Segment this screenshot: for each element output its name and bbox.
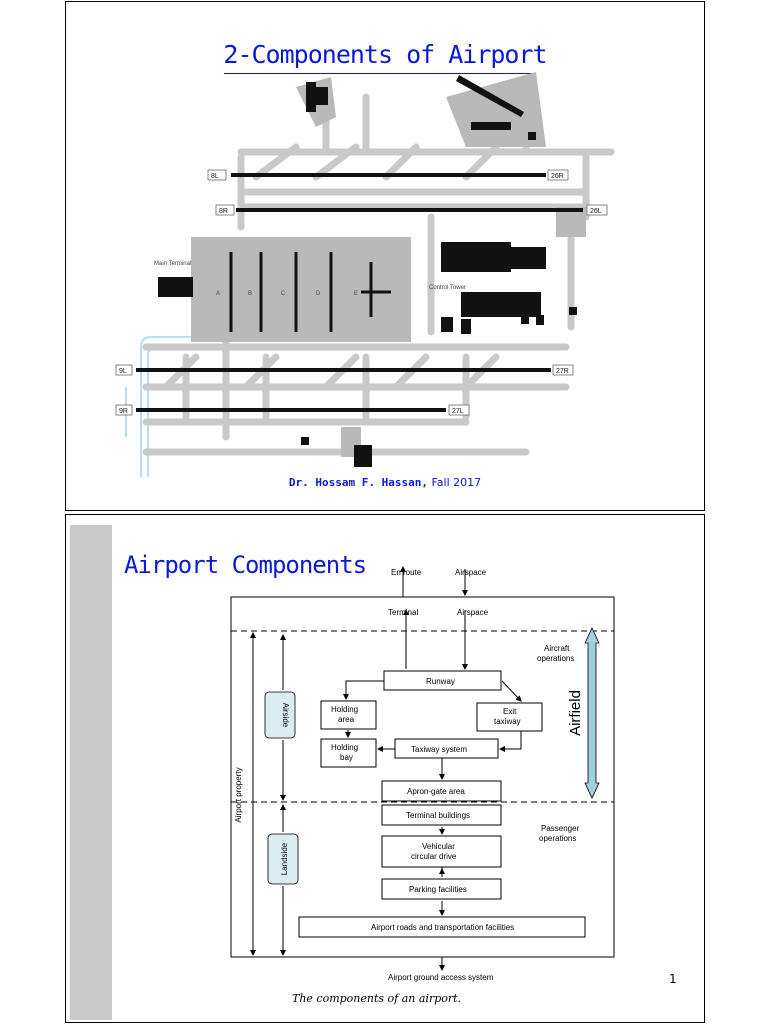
airport-map: 8L 26R 8R 26L 9L 27R 9R 27L Main Termina… — [115, 72, 615, 477]
runway-label: 27R — [556, 368, 569, 375]
vehicular-box: circular drive — [411, 852, 457, 861]
page-number: 1 — [669, 972, 677, 986]
runway-label: 8L — [211, 173, 219, 180]
components-diagram: En route Airspace Terminal Airspace Airc… — [230, 566, 615, 982]
parking-box: Parking facilities — [409, 885, 467, 894]
ground-access-label: Airport ground access system — [388, 973, 494, 982]
figure-caption: The components of an airport. — [292, 992, 462, 1005]
concourse-label: E — [354, 291, 358, 297]
slide-airport-components: Airport Components — [65, 514, 705, 1023]
title-underline — [224, 73, 534, 74]
terminal-buildings-box: Terminal buildings — [406, 811, 470, 820]
airfield-label: Airfield — [567, 690, 584, 736]
airspace-top-label: Airspace — [455, 568, 487, 577]
exit-taxiway-box: taxiway — [494, 717, 521, 726]
taxiway-system-box: Taxiway system — [411, 745, 467, 754]
holding-area-box: area — [338, 715, 355, 724]
passenger-ops-label: operations — [539, 834, 576, 843]
concourse-label: B — [248, 291, 252, 297]
term: Fall 2017 — [431, 476, 482, 489]
main-terminal-label: Main Terminal — [154, 261, 191, 267]
runway-label: 9R — [119, 408, 128, 415]
terminal-label: Terminal — [388, 608, 418, 617]
holding-area-box: Holding — [331, 705, 358, 714]
runway-label: 8R — [219, 208, 228, 215]
airside-label: Airside — [281, 703, 290, 728]
runway-label: 26R — [551, 173, 564, 180]
roads-box: Airport roads and transportation facilit… — [371, 923, 514, 932]
en-route-label: En route — [391, 568, 422, 577]
runway-label: 9L — [119, 368, 127, 375]
runway-label: 27L — [452, 408, 464, 415]
airport-property-label: Airport property — [234, 767, 243, 822]
slide1-title: 2-Components of Airport — [223, 40, 547, 69]
control-tower-label: Control Tower — [429, 285, 466, 291]
holding-bay-box: Holding — [331, 743, 358, 752]
vehicular-box: Vehicular — [422, 842, 455, 851]
slide2-title: Airport Components — [124, 551, 367, 579]
runway-label: 26L — [590, 208, 602, 215]
landside-label: Landside — [280, 842, 289, 875]
author-line: Dr. Hossam F. Hassan, Fall 2017 — [66, 476, 704, 489]
concourse-label: A — [216, 291, 220, 297]
concourse-label: D — [316, 291, 321, 297]
exit-taxiway-box: Exit — [503, 707, 517, 716]
apron-gate-box: Apron-gate area — [407, 787, 465, 796]
holding-bay-box: bay — [340, 753, 353, 762]
concourse-label: C — [281, 291, 286, 297]
aircraft-ops-label: operations — [537, 654, 574, 663]
airspace-label: Airspace — [457, 608, 489, 617]
side-bar — [70, 525, 112, 1020]
runway-box: Runway — [426, 677, 455, 686]
aircraft-ops-label: Aircraft — [544, 644, 570, 653]
passenger-ops-label: Passenger — [541, 824, 580, 833]
slide-airport-map: 2-Components of Airport — [65, 1, 705, 511]
author-name: Dr. Hossam F. Hassan, — [288, 476, 428, 489]
